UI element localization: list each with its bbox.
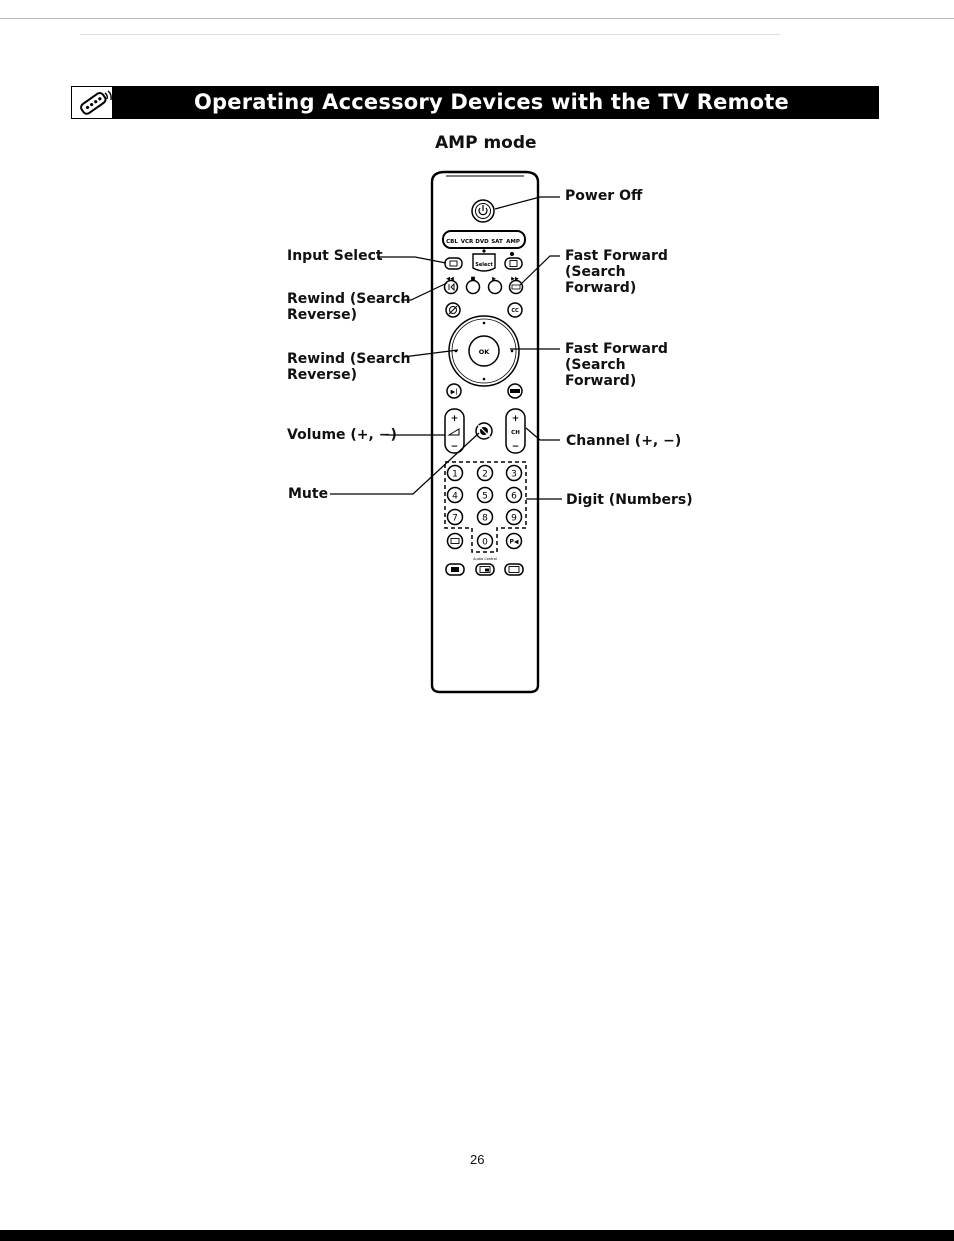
- leader-fast-forward-1: [519, 255, 560, 286]
- fast-forward-small-icon: ▶▶: [511, 276, 519, 282]
- audio-control-caption: Audio Control: [473, 557, 497, 561]
- volume-icon: [447, 428, 460, 436]
- digit-label: 0: [482, 538, 488, 548]
- callout-power-off: Power Off: [565, 188, 643, 204]
- skip-button[interactable]: ▶|: [446, 383, 462, 399]
- digit-label: 1: [452, 470, 458, 480]
- callout-rewind-1: Rewind (Search Reverse): [287, 291, 411, 323]
- input-select-button[interactable]: [444, 257, 463, 270]
- section-banner: Operating Accessory Devices with the TV …: [71, 86, 879, 119]
- callout-fast-forward-1: Fast Forward (Search Forward): [565, 248, 668, 296]
- screen-format-button[interactable]: [504, 563, 524, 576]
- leader-rewind-2: [402, 349, 459, 358]
- callout-input-select: Input Select: [287, 248, 383, 264]
- source-button[interactable]: [504, 257, 523, 270]
- stop-button[interactable]: [465, 279, 481, 295]
- play-small-icon: ▶: [492, 276, 496, 282]
- brightness-icon: [482, 249, 486, 253]
- page-title: Operating Accessory Devices with the TV …: [194, 90, 789, 114]
- select-button[interactable]: Select: [472, 253, 496, 272]
- leader-input-select: [377, 256, 447, 264]
- digit-key-1[interactable]: 1: [446, 464, 464, 482]
- digit-label: 7: [452, 514, 458, 524]
- ok-label: OK: [479, 348, 491, 356]
- leader-rewind-1: [401, 282, 448, 301]
- page-number: 26: [470, 1152, 485, 1167]
- source-key-cbl[interactable]: CBL: [446, 239, 458, 245]
- closed-caption-button[interactable]: CC: [507, 302, 523, 318]
- play-button[interactable]: [487, 279, 503, 295]
- channel-minus-label: −: [512, 442, 520, 452]
- digit-key-9[interactable]: 9: [505, 508, 523, 526]
- ok-button[interactable]: OK: [468, 335, 500, 367]
- picture-in-picture-button[interactable]: [475, 563, 495, 576]
- digit-key-5[interactable]: 5: [476, 486, 494, 504]
- digit-keypad-outline: [444, 461, 527, 553]
- callout-digit: Digit (Numbers): [566, 492, 693, 508]
- callout-volume: Volume (+, −): [287, 427, 397, 443]
- digit-key-6[interactable]: 6: [505, 486, 523, 504]
- source-key-sat[interactable]: SAT: [491, 239, 503, 245]
- callout-fast-forward-2: Fast Forward (Search Forward): [565, 341, 668, 389]
- volume-rocker[interactable]: + −: [444, 408, 465, 454]
- volume-plus-label: +: [451, 414, 459, 424]
- top-rule: [0, 18, 954, 19]
- power-button[interactable]: [471, 199, 495, 223]
- channel-plus-label: +: [512, 414, 520, 424]
- source-key-amp[interactable]: AMP: [506, 239, 520, 245]
- digit-key-7[interactable]: 7: [446, 508, 464, 526]
- digit-label: 8: [482, 514, 488, 524]
- digit-label: 3: [511, 470, 517, 480]
- rewind-button[interactable]: [443, 279, 459, 295]
- leader-channel: [525, 427, 560, 441]
- svg-text:▶|: ▶|: [451, 389, 458, 396]
- digit-key-0[interactable]: 0: [476, 532, 494, 550]
- volume-minus-label: −: [451, 442, 459, 452]
- source-key-vcr[interactable]: VCR: [461, 239, 474, 245]
- digit-label: 4: [452, 492, 458, 502]
- digit-label: 6: [511, 492, 517, 502]
- select-label: Select: [475, 262, 493, 268]
- source-keys-bar: CBL VCR DVD SAT AMP: [442, 230, 526, 249]
- previous-channel-button[interactable]: P◀: [505, 532, 523, 550]
- callout-leaders: [330, 196, 562, 500]
- format-button[interactable]: [445, 563, 465, 576]
- digit-key-3[interactable]: 3: [505, 464, 523, 482]
- digit-key-8[interactable]: 8: [476, 508, 494, 526]
- rewind-small-icon: ◀◀: [446, 276, 454, 282]
- callout-rewind-2: Rewind (Search Reverse): [287, 351, 411, 383]
- info-button[interactable]: [446, 532, 464, 550]
- transport-row: ◀◀ ■ ▶ ▶▶: [443, 276, 524, 295]
- source-key-dvd[interactable]: DVD: [475, 239, 489, 245]
- digit-label: 9: [511, 514, 517, 524]
- svg-text:CC: CC: [511, 308, 519, 314]
- channel-label: CH: [511, 430, 520, 436]
- menu-button[interactable]: [445, 302, 461, 318]
- svg-text:P◀: P◀: [509, 539, 518, 546]
- callout-mute: Mute: [288, 486, 329, 502]
- digit-label: 2: [482, 470, 488, 480]
- digit-key-2[interactable]: 2: [476, 464, 494, 482]
- callout-channel: Channel (+, −): [566, 433, 682, 449]
- bottom-bar: [0, 1230, 954, 1241]
- leader-power-off: [494, 196, 560, 210]
- ambilight-button[interactable]: [507, 383, 523, 399]
- stop-small-icon: ■: [471, 276, 476, 282]
- fast-forward-button[interactable]: [508, 279, 524, 295]
- mute-button[interactable]: [475, 422, 493, 440]
- top-rule-secondary: [80, 34, 780, 35]
- remote-control-icon: [72, 87, 114, 118]
- record-indicator-icon: [510, 252, 514, 256]
- section-subtitle: AMP mode: [435, 133, 537, 153]
- digit-key-4[interactable]: 4: [446, 486, 464, 504]
- digit-label: 5: [482, 492, 488, 502]
- channel-rocker[interactable]: + CH −: [505, 408, 526, 454]
- leader-mute: [330, 432, 480, 495]
